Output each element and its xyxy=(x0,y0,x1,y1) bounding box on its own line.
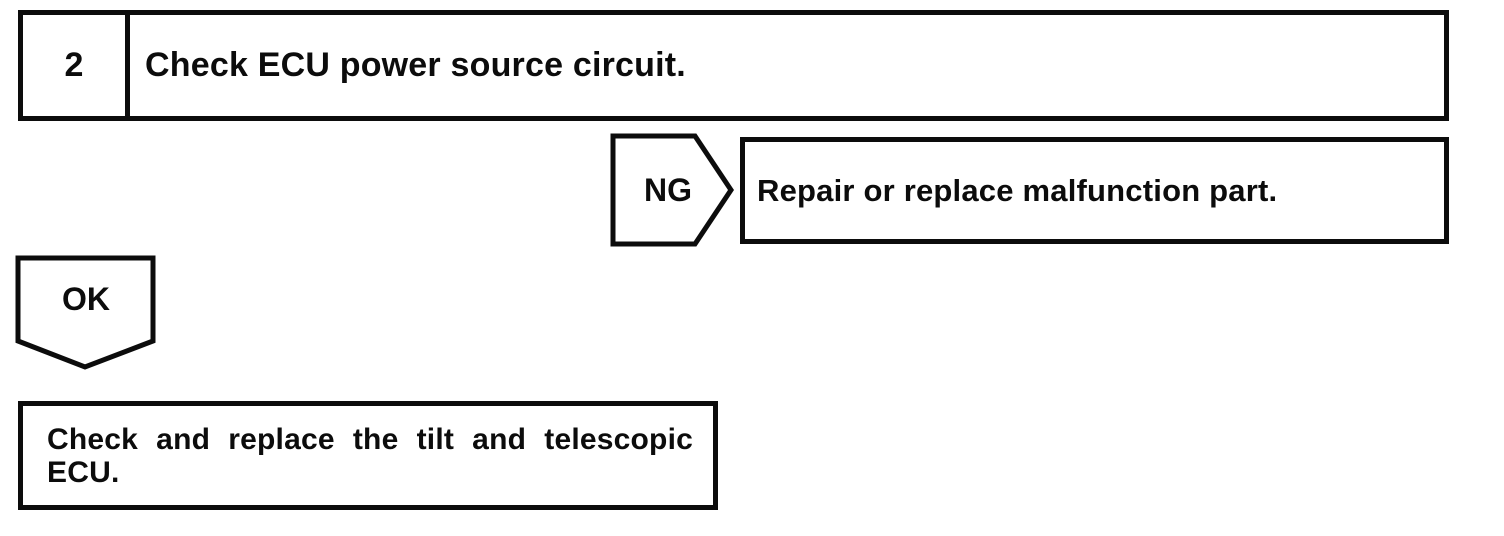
right-arrow-pentagon-shape xyxy=(610,133,735,247)
ng-action-text: Repair or replace malfunction part. xyxy=(757,172,1278,208)
result-line-1: Check and replace the tilt and telescopi… xyxy=(47,422,693,456)
ng-pentagon-icon: NG xyxy=(610,133,735,247)
step-instruction: Check ECU power source circuit. xyxy=(145,46,686,84)
ok-pentagon-icon: OK xyxy=(15,255,156,370)
step-number: 2 xyxy=(23,15,130,116)
result-line-2: ECU. xyxy=(47,455,120,489)
ng-action-box: Repair or replace malfunction part. xyxy=(740,137,1449,244)
down-arrow-pentagon-shape xyxy=(15,255,156,370)
ok-label: OK xyxy=(62,281,110,317)
ng-label: NG xyxy=(644,172,692,208)
step-box: 2 Check ECU power source circuit. xyxy=(18,10,1449,121)
result-box: Check and replace the tilt and telescopi… xyxy=(18,401,718,510)
